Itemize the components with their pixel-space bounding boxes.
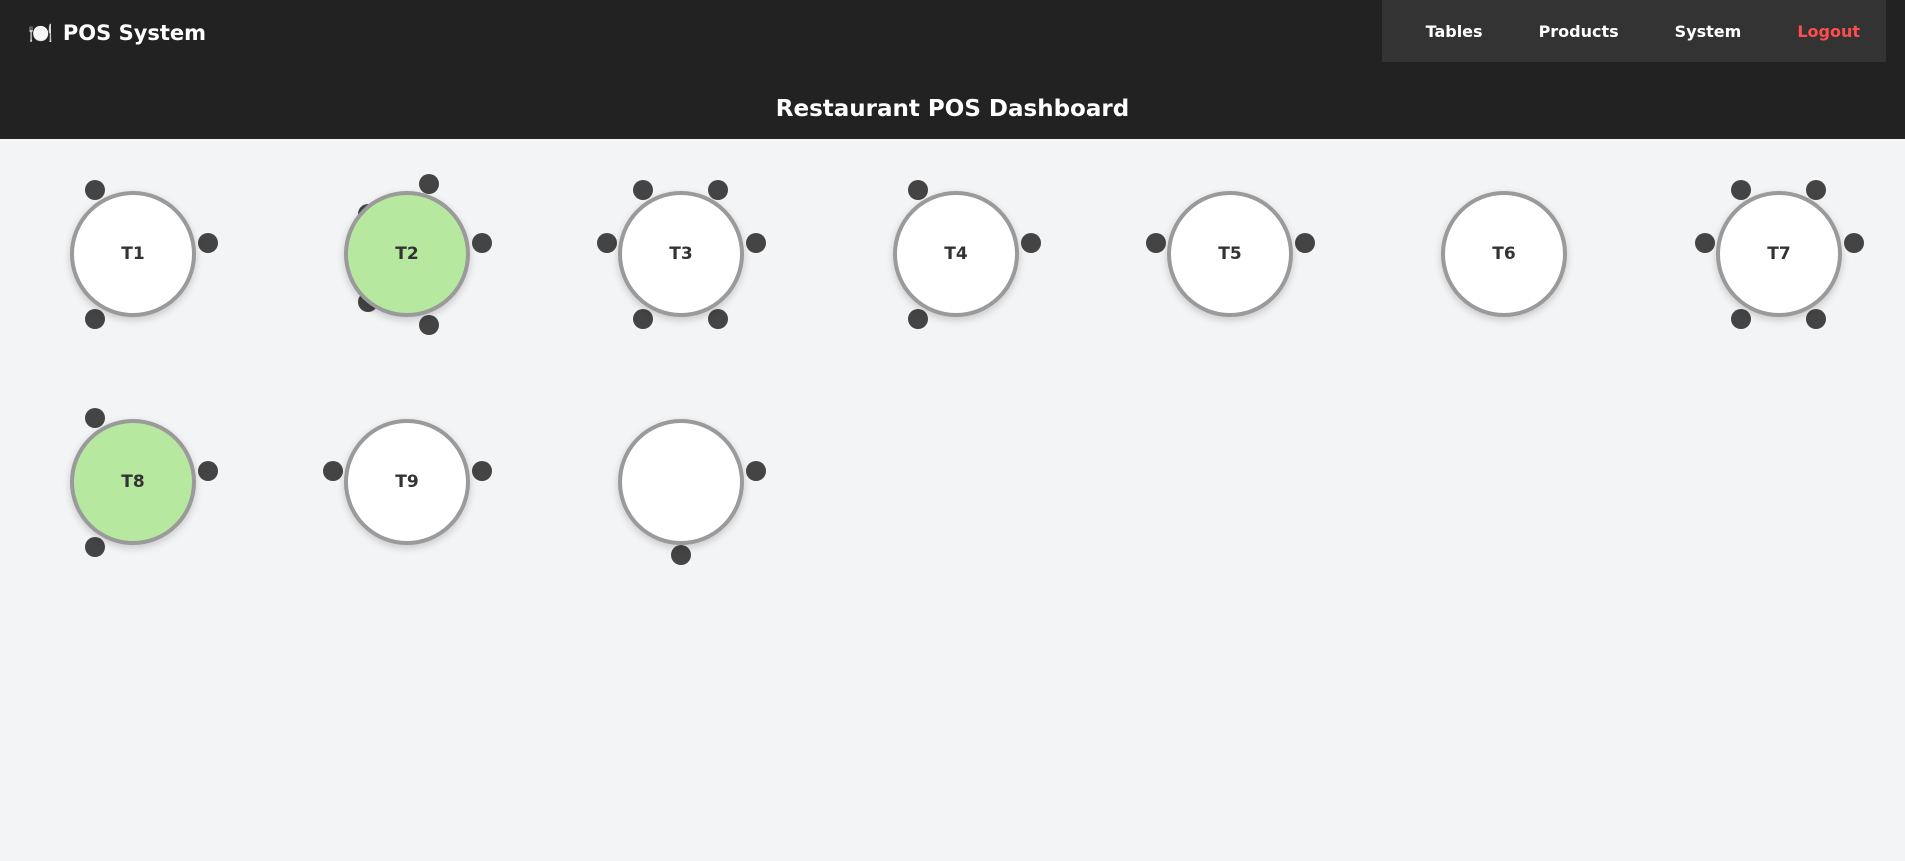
seat — [671, 545, 691, 565]
table-group: T1 — [70, 180, 218, 329]
seat — [198, 461, 218, 481]
table-circle[interactable]: T6 — [1441, 191, 1567, 317]
table-circle[interactable]: T2 — [344, 191, 470, 317]
seat — [1731, 180, 1751, 200]
logout-link[interactable]: Logout — [1797, 21, 1860, 41]
seat — [85, 408, 105, 428]
nav-menu: Tables Products System Logout — [1381, 0, 1886, 62]
nav-link-system[interactable]: System — [1674, 21, 1742, 41]
page-header: Restaurant POS Dashboard — [0, 78, 1905, 139]
seat — [746, 233, 766, 253]
brand-title: POS System — [62, 21, 207, 45]
seat — [85, 537, 105, 557]
seat — [472, 233, 492, 253]
nav-link-tables[interactable]: Tables — [1425, 21, 1483, 41]
table-circle[interactable]: T5 — [1167, 191, 1293, 317]
table-group: T3 — [597, 180, 766, 329]
table-circle[interactable]: T4 — [893, 191, 1019, 317]
plate-icon: 🍽️ — [28, 21, 53, 45]
table-group: T6 — [1441, 191, 1567, 317]
seat — [1806, 309, 1826, 329]
seat — [908, 309, 928, 329]
seat — [323, 461, 343, 481]
table-group: T7 — [1695, 180, 1864, 329]
table-circle[interactable]: T3 — [618, 191, 744, 317]
seat — [85, 180, 105, 200]
seat — [198, 233, 218, 253]
page-title: Restaurant POS Dashboard — [775, 95, 1130, 122]
seat — [419, 174, 439, 194]
table-group: T8 — [70, 408, 218, 557]
table-group — [618, 419, 766, 565]
seat — [633, 309, 653, 329]
table-circle[interactable]: T1 — [70, 191, 196, 317]
table-circle[interactable]: T7 — [1716, 191, 1842, 317]
seat — [85, 309, 105, 329]
table-circle[interactable]: T9 — [344, 419, 470, 545]
seat — [1731, 309, 1751, 329]
seat — [1295, 233, 1315, 253]
table-group: T5 — [1146, 191, 1315, 317]
seat — [746, 461, 766, 481]
table-group: T9 — [323, 419, 492, 545]
nav-link-products[interactable]: Products — [1538, 21, 1619, 41]
brand[interactable]: 🍽️ POS System — [28, 18, 206, 48]
seat — [708, 180, 728, 200]
seat — [597, 233, 617, 253]
table-circle[interactable]: T8 — [70, 419, 196, 545]
seat — [1146, 233, 1166, 253]
seat — [419, 315, 439, 335]
top-navbar: 🍽️ POS System Tables Products System Log… — [0, 0, 1905, 78]
table-group: T4 — [893, 180, 1041, 329]
table-group: T2 — [344, 174, 492, 335]
seat — [708, 309, 728, 329]
seat — [1806, 180, 1826, 200]
seat — [472, 461, 492, 481]
seat — [908, 180, 928, 200]
seat — [633, 180, 653, 200]
seat — [1844, 233, 1864, 253]
seat — [1021, 233, 1041, 253]
table-circle[interactable] — [618, 419, 744, 545]
seat — [1695, 233, 1715, 253]
